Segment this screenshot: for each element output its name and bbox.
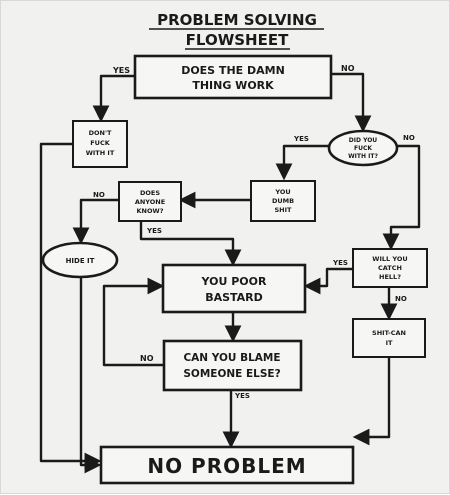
chart-title: PROBLEM SOLVING FLOWSHEET — [149, 11, 324, 50]
edge-does-anyone-yes — [139, 218, 242, 267]
node-text: SHIT — [275, 206, 293, 214]
node-text: FUCK — [354, 145, 372, 152]
label-blame-yes: YES — [234, 392, 250, 400]
node-text: THING WORK — [192, 79, 274, 92]
node-you-dumb: YOU DUMB SHIT — [250, 180, 316, 222]
title-line-2: FLOWSHEET — [186, 31, 289, 49]
node-text: HELL? — [379, 273, 401, 281]
node-shit-can-it: SHIT-CAN IT — [352, 318, 426, 358]
label-did-you-no: NO — [403, 134, 415, 142]
node-text: FUCK — [90, 139, 110, 147]
edge-hide-it-to-no-problem — [79, 275, 102, 474]
title-line-1: PROBLEM SOLVING — [157, 11, 317, 29]
node-text: NO PROBLEM — [147, 454, 306, 478]
label-does-work-yes: YES — [112, 66, 130, 75]
label-does-anyone-yes: YES — [146, 227, 162, 235]
node-you-poor-bastard: YOU POOR BASTARD — [161, 263, 307, 314]
node-text: KNOW? — [137, 207, 164, 215]
node-text: SOMEONE ELSE? — [183, 368, 280, 380]
edge-does-anyone-no — [72, 198, 121, 245]
node-text: SHIT-CAN — [372, 329, 406, 337]
node-text: WITH IT — [86, 149, 115, 157]
node-text: YOU POOR — [201, 275, 267, 288]
node-text: WITH IT? — [348, 153, 378, 160]
edge-does-work-yes — [92, 74, 137, 123]
node-text: DOES — [140, 189, 160, 197]
label-did-you-yes: YES — [293, 135, 309, 143]
node-will-you-catch-hell: WILL YOU CATCH HELL? — [352, 248, 428, 288]
edge-did-you-no — [382, 144, 421, 251]
node-dont-touch: DON'T FUCK WITH IT — [72, 120, 128, 168]
connectors — [39, 72, 421, 474]
node-text: DID YOU — [349, 137, 378, 144]
node-did-you: DID YOU FUCK WITH IT? — [327, 129, 399, 167]
node-text: DUMB — [272, 197, 294, 205]
edge-dont-touch-to-no-problem — [39, 142, 102, 470]
node-text: ANYONE — [135, 198, 165, 206]
node-text: DON'T — [89, 129, 112, 137]
label-does-anyone-no: NO — [93, 191, 105, 199]
node-text: BASTARD — [205, 291, 263, 304]
edge-does-work-no — [329, 72, 372, 133]
label-does-work-no: NO — [341, 64, 355, 73]
node-text: IT — [386, 339, 393, 347]
edge-will-you-yes — [303, 267, 355, 295]
node-text: CAN YOU BLAME — [183, 352, 280, 364]
node-can-you-blame: CAN YOU BLAME SOMEONE ELSE? — [162, 339, 303, 392]
node-text: CATCH — [378, 264, 402, 272]
label-will-you-no: NO — [395, 295, 407, 303]
edge-did-you-yes — [275, 144, 331, 181]
label-will-you-yes: YES — [332, 259, 348, 267]
edge-blame-no — [102, 277, 166, 367]
edge-labels: YES NO YES NO NO YES YES NO NO YES — [93, 64, 415, 400]
node-does-the-damn-thing-work: DOES THE DAMN THING WORK — [133, 54, 333, 100]
node-text: HIDE IT — [66, 257, 95, 265]
node-no-problem: NO PROBLEM — [99, 445, 355, 485]
node-does-anyone-know: DOES ANYONE KNOW? — [118, 181, 182, 222]
label-blame-no: NO — [140, 354, 154, 363]
node-text: WILL YOU — [372, 255, 407, 263]
node-text: DOES THE DAMN — [181, 64, 285, 77]
node-text: YOU — [274, 188, 290, 196]
edge-shit-can-to-no-problem — [352, 355, 391, 446]
node-hide-it: HIDE IT — [41, 241, 119, 279]
